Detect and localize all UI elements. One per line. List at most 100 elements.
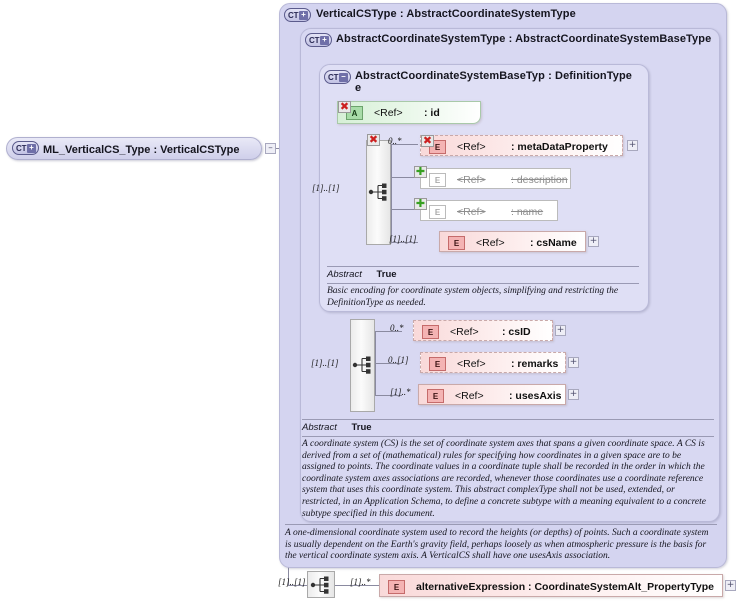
expand-button-usesAxis[interactable]: + xyxy=(568,389,579,400)
abstract-value: True xyxy=(351,422,372,433)
element-row-remarks[interactable]: E <Ref> : remarks xyxy=(420,352,566,373)
element-ref: <Ref> xyxy=(457,358,486,370)
annotation-cs: Abstract True A coordinate system (CS) i… xyxy=(302,419,714,519)
annotation-vertical: A one-dimensional coordinate system used… xyxy=(285,524,717,564)
badge-state: – xyxy=(339,73,348,82)
element-row-alternativeExpression[interactable]: E alternativeExpression : CoordinateSyst… xyxy=(379,574,723,597)
element-row-csID[interactable]: E <Ref> : csID xyxy=(413,320,553,341)
prohibited-icon-metaDataProperty: ✖ xyxy=(421,134,434,147)
expand-button-csID[interactable]: + xyxy=(555,325,566,336)
element-row-csName[interactable]: E <Ref> : csName xyxy=(439,231,586,252)
connector-base-branch-4 xyxy=(391,242,418,243)
added-icon-description: ✚ xyxy=(414,165,427,178)
expand-button-metaDataProperty[interactable]: + xyxy=(627,140,638,151)
element-ref: <Ref> xyxy=(476,237,505,249)
container-abstractcoordinatesystembasetype-title: AbstractCoordinateSystemBaseTyp : Defini… xyxy=(355,70,632,82)
sequence-icon xyxy=(368,183,387,201)
connector-cs-branch-3 xyxy=(375,395,402,396)
prohibited-icon-id: ✖ xyxy=(338,100,351,113)
container-verticalcstype-title: VerticalCSType : AbstractCoordinateSyste… xyxy=(316,8,576,20)
element-icon: E xyxy=(429,357,446,371)
divider xyxy=(327,283,639,284)
prohibited-icon-base-sequence: ✖ xyxy=(367,133,380,146)
connector-base-branch-1 xyxy=(391,144,418,145)
sequence-icon xyxy=(310,576,329,594)
element-name: : csName xyxy=(530,237,577,249)
badge-state: + xyxy=(27,144,36,153)
connector-cs-branch-1 xyxy=(375,331,402,332)
badge-label: CT xyxy=(288,11,299,20)
connector-trunk-to-alt-seq xyxy=(288,585,307,586)
connector-root-stub xyxy=(268,148,288,149)
badge-state: + xyxy=(299,11,308,20)
connector-base-branch-spine xyxy=(391,144,392,242)
badge-label: CT xyxy=(16,144,27,153)
abstract-label: Abstract xyxy=(327,269,362,280)
badge-label: CT xyxy=(328,73,339,82)
occurs-base-sequence: [1]..[1] xyxy=(312,183,340,193)
element-name: : usesAxis xyxy=(509,390,562,402)
divider xyxy=(285,524,717,525)
root-node-label: ML_VerticalCS_Type : VerticalCSType xyxy=(43,144,240,156)
expand-button-csName[interactable]: + xyxy=(588,236,599,247)
element-icon: E xyxy=(429,205,446,219)
element-ref: <Ref> xyxy=(457,141,486,153)
occurs-metaDataProperty: 0..* xyxy=(388,136,402,146)
element-icon: E xyxy=(388,580,405,594)
occurs-alt-sequence: [1]..[1] xyxy=(278,577,306,587)
expand-button-alternativeExpression[interactable]: + xyxy=(725,580,736,591)
badge-label: CT xyxy=(309,36,320,45)
documentation-text: Basic encoding for coordinate system obj… xyxy=(327,286,619,308)
container-abstractcoordinatesystemtype-title: AbstractCoordinateSystemType : AbstractC… xyxy=(336,33,712,45)
occurs-csName: [1]..[1] xyxy=(389,234,417,244)
abstract-value: True xyxy=(376,269,397,280)
container-abstractcoordinatesystembasetype-title-wrap: e xyxy=(355,82,362,94)
element-name: : remarks xyxy=(511,358,559,370)
element-name: : description xyxy=(511,174,568,186)
attribute-ref: <Ref> xyxy=(374,107,403,119)
element-ref: <Ref> xyxy=(457,174,486,186)
badge-state: + xyxy=(320,36,329,45)
element-row-metaDataProperty[interactable]: E <Ref> : metaDataProperty xyxy=(420,135,623,156)
occurs-usesAxis: [1]..* xyxy=(390,387,411,397)
container-abstractcoordinatesystembasetype-badge[interactable]: CT – xyxy=(324,70,351,84)
connector-cs-branch-2 xyxy=(375,363,402,364)
occurs-alternativeExpression: [1]..* xyxy=(350,577,371,587)
element-ref: <Ref> xyxy=(455,390,484,402)
divider xyxy=(327,266,639,267)
sequence-icon xyxy=(352,356,371,374)
root-node-ml-verticalcs-type[interactable]: ML_VerticalCS_Type : VerticalCSType xyxy=(6,137,262,160)
divider xyxy=(302,419,714,420)
connector-base-branch-2 xyxy=(391,177,418,178)
element-ref: <Ref> xyxy=(450,326,479,338)
abstract-row: Abstract True xyxy=(302,422,372,433)
element-icon: E xyxy=(422,325,439,339)
documentation-text: A one-dimensional coordinate system used… xyxy=(285,528,709,562)
expand-button-remarks[interactable]: + xyxy=(568,357,579,368)
element-row-usesAxis[interactable]: E <Ref> : usesAxis xyxy=(418,384,566,405)
abstract-row: Abstract True xyxy=(327,269,397,280)
attribute-row-id[interactable]: A <Ref> : id xyxy=(337,101,481,124)
documentation-text: A coordinate system (CS) is the set of c… xyxy=(302,439,707,519)
element-ref: <Ref> xyxy=(457,206,486,218)
container-abstractcoordinatesystemtype-badge[interactable]: CT + xyxy=(305,33,332,47)
element-row-description[interactable]: E <Ref> : description xyxy=(420,168,571,189)
root-node-badge[interactable]: CT + xyxy=(12,141,39,155)
occurs-csID: 0..* xyxy=(390,323,404,333)
element-icon: E xyxy=(427,389,444,403)
attribute-name: : id xyxy=(424,107,440,119)
element-name: : metaDataProperty xyxy=(511,141,608,153)
element-row-name[interactable]: E <Ref> : name xyxy=(420,200,558,221)
element-name: : name xyxy=(511,206,544,218)
element-icon: E xyxy=(448,236,465,250)
annotation-base: Abstract True Basic encoding for coordin… xyxy=(327,266,639,308)
element-icon: E xyxy=(429,173,446,187)
element-name: alternativeExpression : CoordinateSystem… xyxy=(416,581,714,593)
container-verticalcstype-badge[interactable]: CT + xyxy=(284,8,311,22)
abstract-label: Abstract xyxy=(302,422,337,433)
added-icon-name: ✚ xyxy=(414,197,427,210)
root-node-collapse-button[interactable]: – xyxy=(265,143,276,154)
divider xyxy=(302,436,714,437)
occurs-cs-sequence: [1]..[1] xyxy=(311,358,339,368)
element-name: : csID xyxy=(502,326,531,338)
